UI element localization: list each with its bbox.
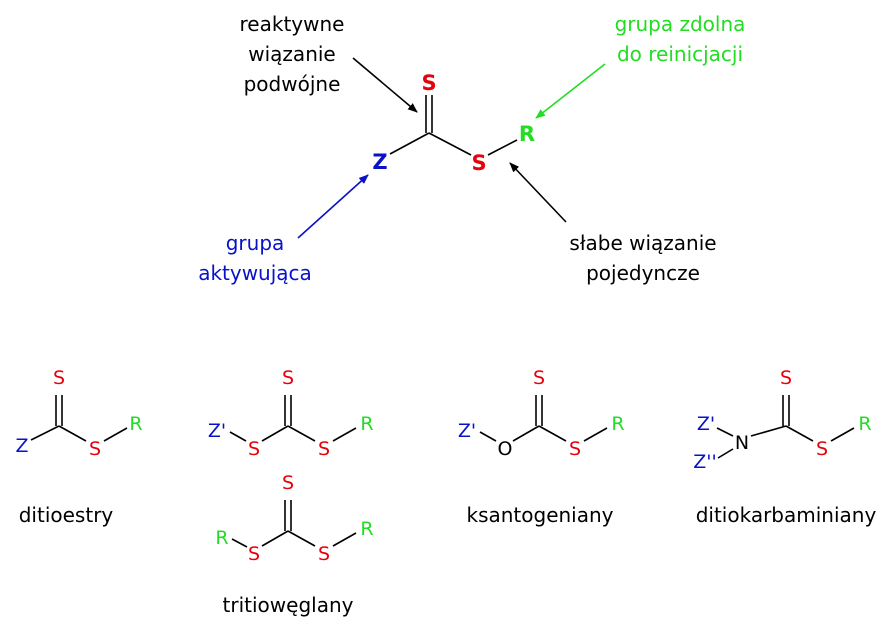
bond bbox=[30, 425, 60, 441]
atom-r-left: R bbox=[215, 527, 228, 549]
bond bbox=[58, 425, 87, 442]
atom-o: O bbox=[498, 438, 513, 460]
bond bbox=[103, 427, 128, 442]
label-weak-bond-line1: słabe wiązanie bbox=[569, 231, 716, 255]
bond bbox=[830, 427, 855, 442]
label-double-bond-line1: reaktywne bbox=[240, 12, 345, 36]
structure-dithioester: S Z S R bbox=[15, 367, 142, 460]
atom-s-left: S bbox=[248, 543, 260, 565]
label-double-bond-line3: podwójne bbox=[244, 72, 341, 96]
bond bbox=[750, 425, 787, 437]
bond bbox=[287, 530, 316, 547]
bond bbox=[716, 427, 734, 437]
arrow-weak-bond bbox=[509, 162, 567, 223]
bond-z-c bbox=[389, 132, 430, 155]
label-reinitiating-group: grupa zdolna do reinicjacji bbox=[615, 12, 746, 66]
structure-trithiocarbonate-z: S Z' S S R bbox=[208, 367, 374, 460]
atom-r: R bbox=[519, 122, 535, 146]
bond bbox=[479, 431, 497, 442]
label-reinitiating-line2: do reinicjacji bbox=[617, 42, 743, 66]
bond bbox=[717, 448, 734, 459]
arrow-double-bond bbox=[352, 57, 418, 113]
label-weak-bond-line2: pojedyncze bbox=[586, 261, 700, 285]
bond bbox=[287, 425, 316, 442]
label-weak-bond: słabe wiązanie pojedyncze bbox=[569, 231, 716, 285]
arrow-reinitiating bbox=[535, 63, 606, 119]
bond bbox=[512, 425, 540, 442]
atom-s-right: S bbox=[318, 438, 330, 460]
caption-trithiocarbonates: tritiowęglany bbox=[223, 593, 354, 617]
bond bbox=[332, 532, 357, 547]
atom-s-top: S bbox=[780, 367, 792, 389]
atom-n: N bbox=[735, 432, 749, 454]
bond bbox=[261, 425, 289, 442]
label-activating-line1: grupa bbox=[226, 231, 285, 255]
label-reinitiating-line1: grupa zdolna bbox=[615, 12, 746, 36]
atom-z-double-prime: Z'' bbox=[693, 451, 716, 473]
bond-c-s bbox=[428, 132, 472, 156]
bond bbox=[229, 431, 247, 442]
bond bbox=[785, 425, 814, 442]
atom-s-top: S bbox=[421, 71, 436, 95]
bond bbox=[231, 538, 248, 548]
bond bbox=[538, 425, 567, 442]
caption-dithioesters: ditioestry bbox=[19, 503, 114, 527]
atom-s-right: S bbox=[318, 543, 330, 565]
caption-xanthates: ksantogeniany bbox=[466, 503, 613, 527]
atom-s-top: S bbox=[533, 367, 545, 389]
atom-s-top: S bbox=[282, 367, 294, 389]
atom-s-single: S bbox=[471, 151, 486, 175]
atom-z-prime: Z' bbox=[208, 420, 226, 442]
structure-xanthate: S Z' O S R bbox=[458, 367, 625, 460]
atom-r: R bbox=[129, 413, 142, 435]
atom-s-single: S bbox=[569, 438, 581, 460]
caption-dithiocarbamates: ditiokarbaminiany bbox=[696, 503, 877, 527]
label-double-bond: reaktywne wiązanie podwójne bbox=[240, 12, 345, 96]
atom-s-left: S bbox=[248, 438, 260, 460]
atom-s-single: S bbox=[89, 438, 101, 460]
main-structure: S Z S R bbox=[372, 71, 535, 175]
atom-r-right: R bbox=[360, 518, 373, 540]
bond bbox=[583, 427, 608, 442]
arrow-activating bbox=[297, 174, 369, 239]
atom-r: R bbox=[858, 413, 871, 435]
atom-r: R bbox=[611, 413, 624, 435]
atom-z: Z bbox=[372, 150, 387, 174]
atom-s-single: S bbox=[816, 438, 828, 460]
label-activating-line2: aktywująca bbox=[198, 261, 312, 285]
atom-s-top: S bbox=[282, 472, 294, 494]
atom-r: R bbox=[360, 413, 373, 435]
atom-z-prime: Z' bbox=[458, 420, 476, 442]
label-activating-group: grupa aktywująca bbox=[198, 231, 312, 285]
bond bbox=[261, 530, 289, 547]
label-double-bond-line2: wiązanie bbox=[248, 42, 335, 66]
bond bbox=[332, 427, 357, 442]
atom-z: Z bbox=[15, 435, 28, 457]
structure-trithiocarbonate-r: S R S S R bbox=[215, 472, 373, 565]
bond-s-r bbox=[487, 139, 518, 156]
atom-s-top: S bbox=[53, 367, 65, 389]
atom-z-prime: Z' bbox=[697, 413, 715, 435]
structure-dithiocarbamate: S Z' Z'' N S R bbox=[693, 367, 871, 473]
